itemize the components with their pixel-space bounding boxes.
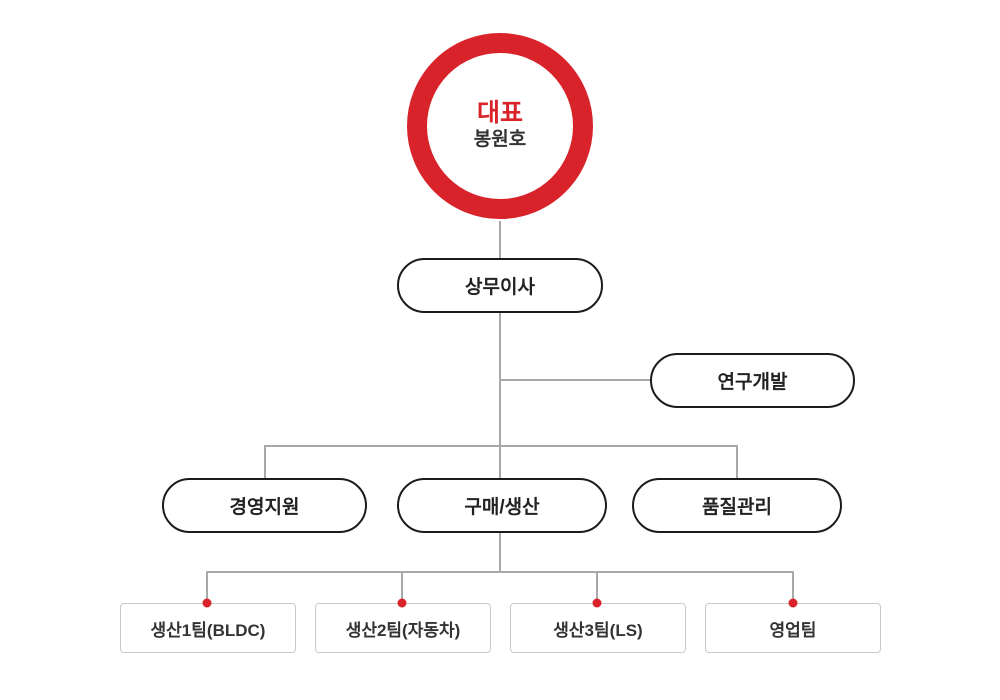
team-marker-dot-icon — [202, 598, 212, 608]
team-node-production1: 생산1팀(BLDC) — [120, 603, 296, 653]
connector-dept-horizontal — [264, 445, 738, 447]
ceo-name: 봉원호 — [473, 129, 527, 151]
connector-drop-team2 — [401, 571, 403, 603]
team-marker-dot-icon — [788, 598, 798, 608]
connector-team-horizontal — [206, 571, 794, 573]
connector-drop-dept2 — [499, 445, 501, 478]
team-label: 생산2팀(자동차) — [345, 620, 461, 640]
team-node-production3: 생산3팀(LS) — [510, 603, 686, 653]
team-node-production2: 생산2팀(자동차) — [315, 603, 491, 653]
dept-label: 경영지원 — [229, 497, 300, 518]
connector-drop-team3 — [596, 571, 598, 603]
dept-label: 품질관리 — [702, 497, 772, 518]
team-marker-dot-icon — [592, 598, 602, 608]
connector-rnd-branch — [500, 379, 652, 381]
director-node: 상무이사 — [397, 258, 603, 313]
dept-label: 구매/생산 — [464, 497, 540, 518]
team-label: 생산1팀(BLDC) — [150, 620, 266, 640]
director-label: 상무이사 — [465, 277, 535, 298]
dept-node-management-support: 경영지원 — [162, 478, 367, 533]
ceo-node: 대표 봉원호 — [407, 33, 593, 219]
team-marker-dot-icon — [397, 598, 407, 608]
team-node-sales: 영업팀 — [705, 603, 881, 653]
team-label: 영업팀 — [769, 620, 817, 640]
connector-dept2-teams — [499, 533, 501, 572]
dept-node-purchasing-production: 구매/생산 — [397, 478, 607, 533]
rnd-node: 연구개발 — [650, 353, 855, 408]
connector-drop-dept1 — [264, 445, 266, 478]
connector-drop-dept3 — [736, 445, 738, 478]
team-label: 생산3팀(LS) — [553, 620, 643, 640]
ceo-title: 대표 — [476, 99, 523, 128]
dept-node-quality-control: 품질관리 — [632, 478, 842, 533]
connector-drop-team4 — [792, 571, 794, 603]
connector-drop-team1 — [206, 571, 208, 603]
rnd-label: 연구개발 — [717, 372, 788, 393]
connector-ceo-director — [499, 221, 501, 258]
